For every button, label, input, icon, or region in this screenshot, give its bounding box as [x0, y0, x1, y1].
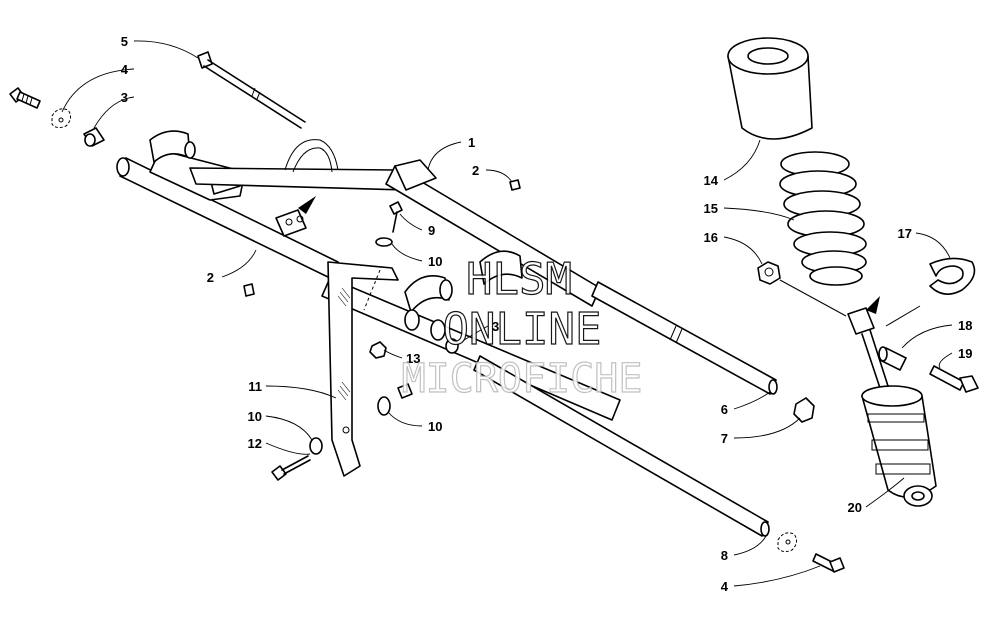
- indicator-arrow-right-icon: [866, 296, 880, 314]
- callout-20[interactable]: 20: [848, 500, 862, 515]
- callout-2-left[interactable]: 2: [207, 270, 214, 285]
- retaining-clip-part-17[interactable]: [929, 257, 976, 295]
- callout-4-top[interactable]: 4: [121, 62, 129, 77]
- washer-part-10-upper[interactable]: [375, 237, 393, 247]
- spacer-part-18[interactable]: [878, 346, 907, 371]
- callout-5[interactable]: 5: [121, 34, 128, 49]
- bushing-part-3-left[interactable]: [83, 127, 105, 147]
- washer-part-10-left[interactable]: [309, 437, 323, 455]
- callout-13[interactable]: 13: [406, 351, 420, 366]
- bushing-part-3-center[interactable]: [445, 338, 459, 354]
- callout-10-right[interactable]: 10: [428, 419, 442, 434]
- watermark-line-1: HLSM: [466, 254, 572, 305]
- nut-part-16[interactable]: [757, 261, 781, 285]
- shaft-part-6[interactable]: [591, 281, 778, 395]
- watermark-line-2: ONLINE: [443, 304, 602, 355]
- callout-12[interactable]: 12: [248, 436, 262, 451]
- bracket-part-11[interactable]: [327, 261, 399, 477]
- callout-10-upper[interactable]: 10: [428, 254, 442, 269]
- callout-15[interactable]: 15: [704, 201, 718, 216]
- callout-16[interactable]: 16: [704, 230, 718, 245]
- bolt-part-12[interactable]: [271, 455, 311, 481]
- callout-3-center[interactable]: 3: [492, 319, 499, 334]
- grease-fitting-part-2-right[interactable]: [509, 179, 521, 191]
- watermark-line-3: MICROFICHE: [402, 356, 643, 402]
- callout-10-left[interactable]: 10: [248, 409, 262, 424]
- watermark: HLSM ONLINE MICROFICHE: [401, 253, 643, 402]
- indicator-arrow-left-icon: [298, 196, 316, 214]
- callout-8[interactable]: 8: [721, 548, 728, 563]
- washer-part-4-top[interactable]: [51, 108, 72, 129]
- grease-fitting-part-2-left[interactable]: [243, 283, 255, 297]
- washer-part-4-bottom[interactable]: [777, 532, 798, 553]
- callout-4-bottom[interactable]: 4: [721, 579, 729, 594]
- callout-18[interactable]: 18: [958, 318, 972, 333]
- washer-part-10-right[interactable]: [377, 383, 413, 416]
- callout-3-left[interactable]: 3: [121, 90, 128, 105]
- bolt-part-4-top[interactable]: [9, 87, 41, 109]
- swing-arm-frame-part-1[interactable]: [116, 130, 621, 421]
- callout-14[interactable]: 14: [704, 173, 719, 188]
- callout-19[interactable]: 19: [958, 346, 972, 361]
- nut-part-13[interactable]: [369, 341, 387, 359]
- bolt-part-4-bottom[interactable]: [812, 553, 845, 573]
- callout-6[interactable]: 6: [721, 402, 728, 417]
- callout-9[interactable]: 9: [428, 223, 435, 238]
- bolt-part-9[interactable]: [389, 201, 403, 233]
- bushing-part-7[interactable]: [793, 397, 815, 423]
- spring-part-15[interactable]: [779, 151, 867, 286]
- callout-7[interactable]: 7: [721, 431, 728, 446]
- callout-17[interactable]: 17: [898, 226, 912, 241]
- callout-11[interactable]: 11: [248, 379, 262, 394]
- leader-lines: [61, 40, 953, 587]
- callout-2-right[interactable]: 2: [472, 163, 479, 178]
- shock-absorber-part-20[interactable]: [847, 307, 937, 507]
- long-bolt-part-5[interactable]: [197, 51, 306, 129]
- callout-1[interactable]: 1: [468, 135, 475, 150]
- shock-boot-part-14[interactable]: [727, 37, 813, 140]
- bolt-part-19[interactable]: [929, 365, 979, 393]
- shaft-part-8[interactable]: [473, 355, 770, 537]
- callout-labels: 5 4 3 1 2 9 10 2 3 13 11 10 10 12 6 7 8 …: [121, 34, 973, 594]
